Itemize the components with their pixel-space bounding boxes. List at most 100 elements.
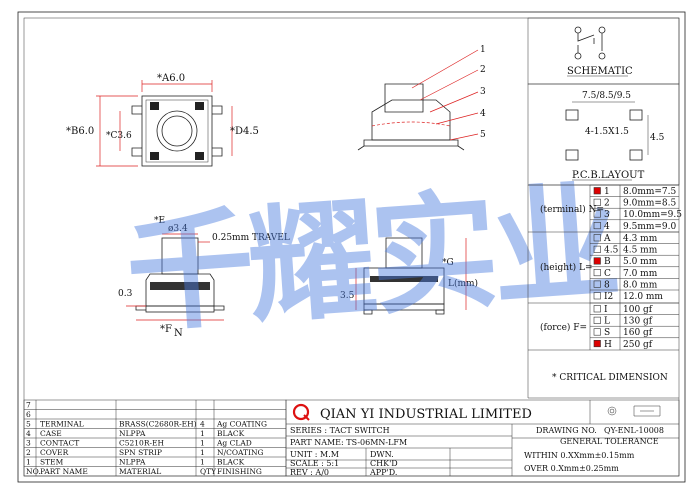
option-num: 8 [604, 280, 610, 290]
option-value: 8.0 mm [623, 280, 658, 290]
side-view: *G L(mm) 3.5 [340, 237, 478, 315]
option-num: I2 [604, 292, 613, 302]
tolerance-within: WITHIN 0.XXmm±0.15mm [524, 451, 635, 460]
option-num: 3 [604, 210, 610, 220]
callout-4: 4 [480, 109, 486, 119]
bom-cell-qty: 1 [200, 458, 205, 467]
option-checkbox [593, 234, 601, 242]
bom-cell-part: CASE [40, 429, 62, 438]
front-view: *E ø3.4 0.25mm TRAVEL 0.3 *F N [118, 216, 290, 339]
bom-cell-no: 1 [26, 458, 31, 467]
bom-header-part: PART NAME [40, 467, 88, 476]
option-value: 12.0 mm [623, 292, 663, 302]
watermark-text: 千耀实业 [122, 168, 620, 351]
tolerance-over: OVER 0.Xmm±0.25mm [524, 464, 619, 473]
bom-cell-no: 6 [26, 410, 31, 419]
bom-header-finish: FINISHING [217, 467, 262, 476]
bom-cell-no: 7 [26, 401, 31, 410]
bom-cell-finish: N/COATING [217, 448, 264, 457]
schematic-switch-symbol [577, 33, 603, 53]
bom-cell-material: NLPPA [119, 429, 146, 438]
dim-l: L(mm) [448, 278, 478, 289]
height-label: (height) L= [540, 262, 593, 273]
top-view-post [195, 102, 204, 110]
dim-c: *C3.6 [106, 131, 132, 141]
bom-cell-no: 3 [26, 439, 31, 448]
option-value: 130 gf [623, 317, 653, 327]
pcb-dim-mid: 4-1.5X1.5 [585, 127, 629, 137]
pcb-title: P.C.B.LAYOUT [572, 170, 645, 181]
bom-cell-part: TERMINAL [40, 420, 84, 429]
option-checkbox [593, 187, 601, 195]
option-num: A [603, 234, 611, 244]
dim-f: *F [160, 324, 172, 335]
option-checkbox [593, 268, 601, 277]
dim-g: *G [442, 258, 454, 268]
option-num: 1 [604, 187, 610, 197]
top-view-post [195, 152, 204, 160]
option-value: 9.5mm=9.0 [623, 222, 677, 232]
series: SERIES : TACT SWITCH [290, 426, 390, 435]
appd: APP'D. [369, 468, 397, 477]
bom-cell-qty: 1 [200, 429, 205, 438]
option-checkbox [593, 292, 601, 300]
dim-d: *D4.5 [230, 126, 259, 137]
dim-03: 0.3 [118, 289, 133, 299]
option-num: H [604, 340, 612, 350]
dwn: DWN. [370, 450, 394, 459]
top-view-stem-ring [156, 110, 198, 152]
drawing-no: QY-ENL-10008 [604, 426, 664, 435]
part-name: PART NAME: TS-06MN-LFM [290, 438, 407, 447]
option-value: 4.3 mm [623, 234, 658, 244]
option-checkbox [593, 280, 601, 288]
bom-cell-no: 2 [26, 448, 31, 457]
dim-35: 3.5 [340, 291, 355, 301]
option-num: I [604, 305, 608, 315]
option-num: 4.5 [604, 246, 619, 256]
option-checkbox [593, 305, 601, 313]
option-value: 100 gf [623, 305, 653, 315]
callout-5: 5 [480, 130, 486, 140]
bom-cell-finish: BLACK [217, 429, 245, 438]
dim-a: *A6.0 [157, 73, 185, 84]
option-value: 250 gf [623, 340, 653, 350]
option-num: C [604, 269, 611, 279]
drawing-no-label: DRAWING NO. [536, 426, 597, 435]
option-num: S [604, 328, 610, 338]
callout-3: 3 [480, 87, 486, 97]
dim-e: *E [154, 216, 165, 226]
dim-b: *B6.0 [66, 126, 94, 137]
chkd: CHK'D [370, 459, 398, 468]
bom-header-qty: QTY [200, 467, 217, 476]
projection-circle-icon [607, 406, 617, 416]
option-value: 5.0 mm [623, 257, 658, 267]
schematic-title: SCHEMATIC [567, 66, 633, 77]
outer-frame [17, 11, 686, 483]
bom-cell-no: 4 [26, 429, 31, 438]
projection-cone-icon [633, 405, 661, 417]
bom-cell-material: C5210R-EH [119, 439, 164, 448]
bom-cell-part: STEM [40, 458, 64, 467]
iso-view: 1 2 3 4 5 [357, 45, 486, 151]
iso-case [371, 99, 451, 141]
top-view-post [150, 152, 159, 160]
unit: UNIT : M.M [290, 450, 339, 459]
company-logo-icon [292, 403, 310, 421]
callout-2: 2 [480, 65, 486, 75]
option-checkbox [593, 210, 601, 218]
option-checkbox [593, 245, 601, 253]
option-checkbox [593, 339, 601, 348]
bom-header-material: MATERIAL [119, 467, 161, 476]
top-view-post [150, 102, 159, 110]
scale: SCALE : 5:1 [290, 459, 339, 468]
bom-cell-part: CONTACT [40, 439, 79, 448]
option-checkbox [593, 328, 601, 336]
bom-cell-finish: BLACK [217, 458, 245, 467]
critical-note: * CRITICAL DIMENSION [552, 373, 668, 383]
